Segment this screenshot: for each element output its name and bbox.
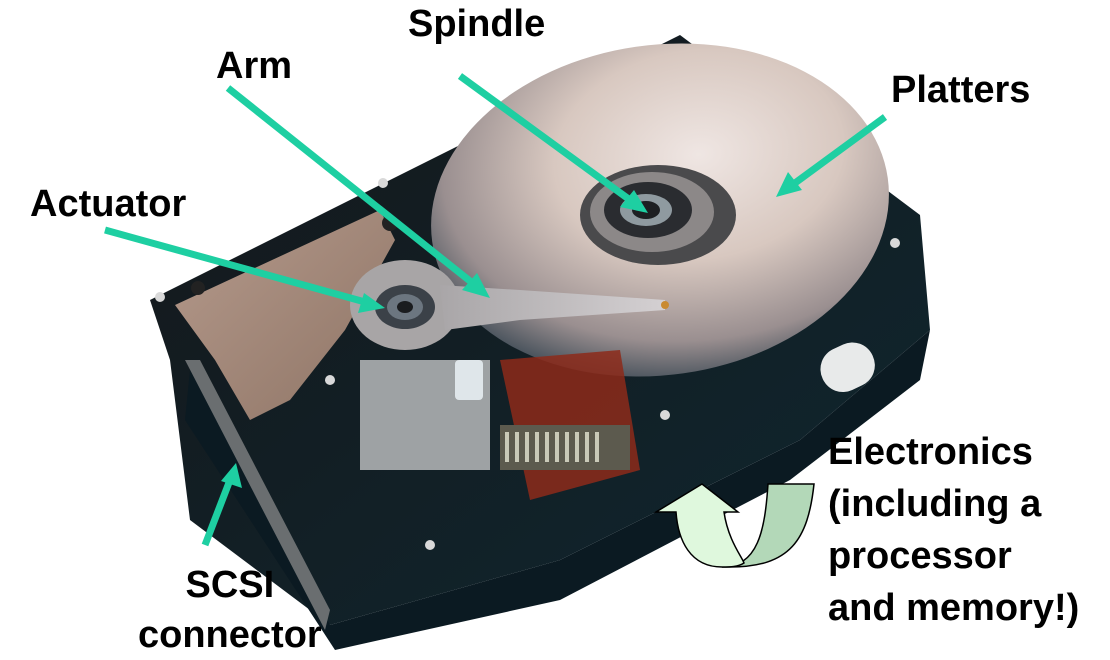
- electronics-curved-arrow: [653, 483, 815, 568]
- head-assembly: [360, 350, 640, 500]
- arm: [440, 285, 669, 330]
- spindle-arrow: [457, 73, 633, 203]
- label-actuator: Actuator: [30, 183, 187, 225]
- label-arm: Arm: [216, 45, 293, 87]
- callout-arrows: [104, 73, 888, 547]
- actuator-pivot: [350, 260, 460, 350]
- arm-arrow: [225, 85, 478, 288]
- label-spindle: Spindle: [408, 3, 546, 45]
- label-platters: Platters: [891, 69, 1031, 111]
- label-electronics: Electronics (including a processor and m…: [828, 431, 1080, 629]
- side-label: [820, 342, 875, 393]
- screws: [155, 178, 900, 550]
- actuator-arrow: [104, 226, 366, 306]
- scsi-arrow: [201, 478, 234, 547]
- label-scsi-connector: SCSI connector: [138, 564, 322, 656]
- platters-arrow: [792, 114, 888, 186]
